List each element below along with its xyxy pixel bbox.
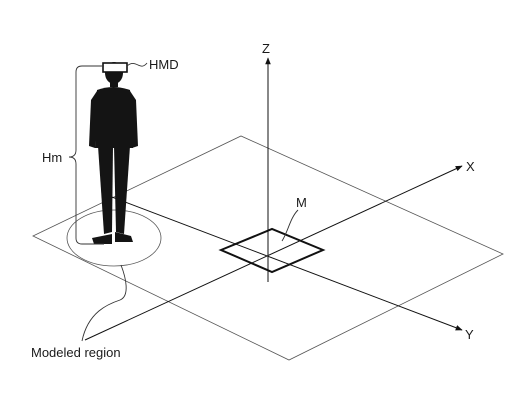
marker-square <box>218 227 326 274</box>
modeled-region-ellipse <box>66 209 162 267</box>
region-leader <box>81 264 127 342</box>
ground-plane <box>32 135 504 361</box>
height-label: Hm <box>42 150 62 165</box>
height-bracket <box>68 65 104 245</box>
y-axis-label: Y <box>465 327 474 342</box>
hmd-leader <box>126 62 148 67</box>
person-silhouette <box>89 62 138 244</box>
marker-leader <box>281 209 299 242</box>
marker-label: M <box>296 195 307 210</box>
x-axis-line <box>84 165 463 341</box>
region-label: Modeled region <box>31 345 121 360</box>
z-axis-label: Z <box>262 41 270 56</box>
y-axis-line <box>103 193 463 331</box>
hmd-label: HMD <box>149 57 179 72</box>
x-axis-label: X <box>466 159 475 174</box>
hmd-device <box>102 62 128 73</box>
